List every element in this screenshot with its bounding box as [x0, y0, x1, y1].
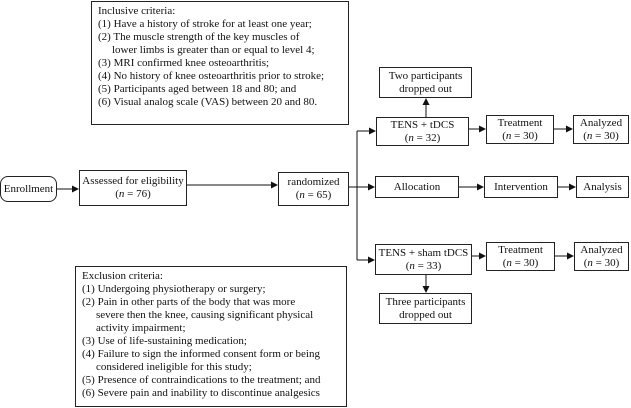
exclusion-item: (5) Presence of contraindications to the…: [82, 374, 321, 386]
group2-analyzed-count: (n = 30): [583, 256, 620, 269]
exclusion-criteria-box: Exclusion criteria: (1) Undergoing physi…: [75, 266, 347, 407]
assessed-count: (n = 76): [115, 188, 151, 200]
group2-arm-count: (n = 33): [405, 259, 442, 272]
inclusion-item: (2) The muscle strength of the key muscl…: [98, 31, 300, 43]
group1-analyzed-count: (n = 30): [583, 129, 619, 142]
inclusion-item: (6) Visual analog scale (VAS) between 20…: [98, 96, 318, 108]
analysis-box: Analysis: [576, 176, 629, 198]
group1-treatment-box: Treatment (n = 30): [486, 115, 554, 144]
analysis-label: Analysis: [583, 180, 622, 193]
enrollment-label: Enrollment: [3, 182, 54, 195]
inclusion-criteria-box: Inclusive criteria: (1) Have a history o…: [91, 1, 349, 125]
group1-dropout-box: Two participants dropped out: [379, 67, 472, 98]
group2-treatment-count: (n = 30): [502, 256, 539, 269]
group2-analyzed-box: Analyzed (n = 30): [574, 242, 629, 271]
exclusion-item: activity impairment;: [96, 322, 186, 334]
exclusion-item: (3) Use of life-sustaining medication;: [82, 335, 247, 347]
randomized-box: randomized (n = 65): [278, 172, 349, 206]
group1-treatment-count: (n = 30): [502, 129, 538, 142]
randomized-label: randomized: [287, 176, 340, 188]
exclusion-item: considered ineligible for this study;: [96, 361, 252, 373]
inclusion-item: (4) No history of knee osteoarthritis pr…: [98, 70, 325, 82]
group2-treatment-label: Treatment: [498, 243, 543, 256]
assessed-label: Assessed for eligibility: [82, 175, 184, 187]
intervention-box: Intervention: [484, 176, 558, 198]
group1-arm-box: TENS + tDCS (n = 32): [376, 117, 469, 146]
group1-arm-label: TENS + tDCS: [390, 118, 455, 131]
group1-arm-count: (n = 32): [404, 131, 441, 144]
inclusion-item: (3) MRI confirmed knee osteoarthritis;: [98, 57, 270, 69]
inclusion-item: (5) Participants aged between 18 and 80;…: [98, 83, 297, 95]
group1-dropout-line2: dropped out: [399, 82, 452, 95]
group1-treatment-label: Treatment: [497, 116, 543, 129]
exclusion-item: (1) Undergoing physiotherapy or surgery;: [82, 283, 266, 295]
group2-dropout-line1: Three participants: [385, 295, 466, 308]
exclusion-item: (2) Pain in other parts of the body that…: [82, 296, 296, 308]
group2-arm-label: TENS + sham tDCS: [378, 246, 469, 259]
enrollment-box: Enrollment: [0, 176, 57, 202]
inclusion-item: (1) Have a history of stroke for at leas…: [98, 18, 312, 30]
randomized-count: (n = 65): [295, 189, 332, 201]
inclusion-title: Inclusive criteria:: [98, 5, 176, 17]
group2-arm-box: TENS + sham tDCS (n = 33): [375, 244, 472, 275]
group1-analyzed-box: Analyzed (n = 30): [573, 115, 629, 144]
group2-dropout-line2: dropped out: [399, 308, 452, 321]
exclusion-title: Exclusion criteria:: [82, 270, 163, 282]
exclusion-item: severe then the knee, causing significan…: [96, 309, 314, 321]
group1-dropout-line1: Two participants: [388, 69, 463, 82]
intervention-label: Intervention: [494, 180, 548, 193]
exclusion-item: (6) Severe pain and inability to discont…: [82, 387, 320, 399]
allocation-box: Allocation: [375, 176, 459, 198]
group2-treatment-box: Treatment (n = 30): [486, 242, 555, 271]
allocation-label: Allocation: [393, 180, 441, 193]
group2-analyzed-label: Analyzed: [580, 243, 623, 256]
assessed-eligibility-box: Assessed for eligibility (n = 76): [79, 170, 187, 206]
group2-dropout-box: Three participants dropped out: [379, 293, 472, 324]
exclusion-item: (4) Failure to sign the informed consent…: [82, 348, 320, 360]
group1-analyzed-label: Analyzed: [579, 116, 623, 129]
inclusion-item: lower limbs is greater than or equal to …: [112, 44, 315, 56]
